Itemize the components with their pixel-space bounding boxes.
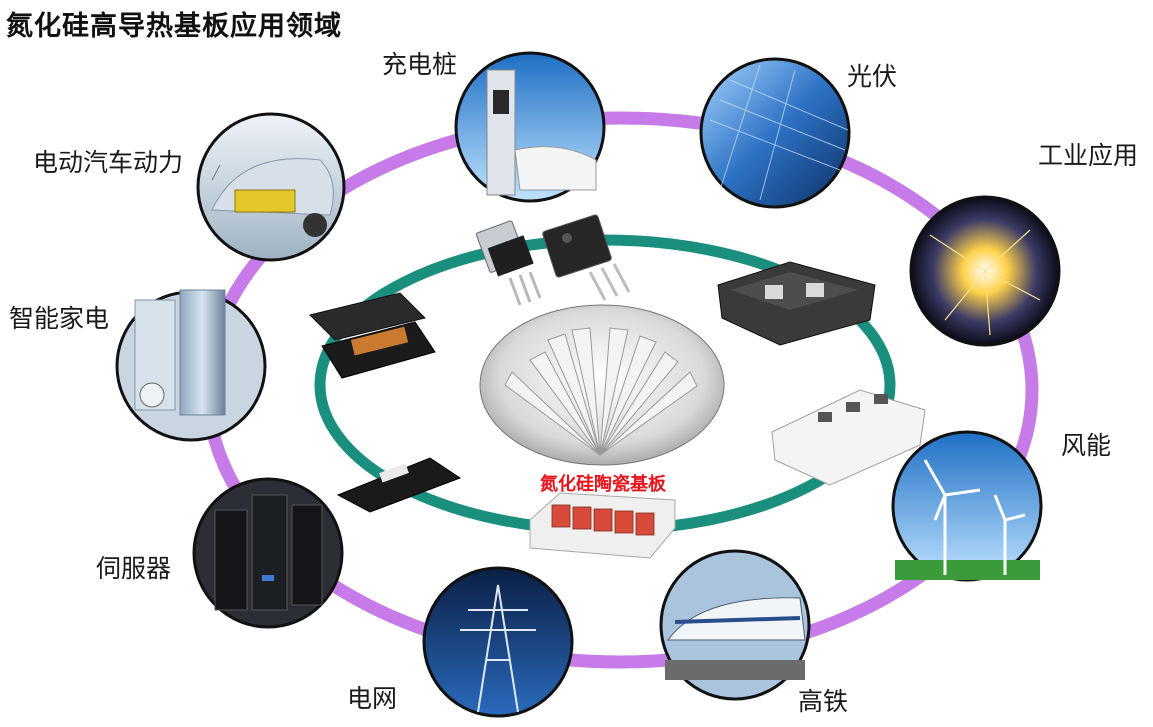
center-substrate-label: 氮化硅陶瓷基板	[540, 474, 666, 495]
photovoltaic-image	[699, 57, 851, 209]
heatsink-image	[479, 304, 725, 466]
label-photovoltaic: 光伏	[847, 62, 898, 91]
label-wind-power: 风能	[1061, 431, 1112, 460]
label-charging-station: 充电桩	[382, 50, 458, 79]
server-image	[192, 477, 344, 629]
ipm-module-image	[309, 292, 436, 379]
black-module-image	[336, 457, 462, 513]
igbt-module-image	[717, 261, 876, 346]
ceramic-substrate-image	[529, 492, 676, 559]
label-high-speed-rail: 高铁	[798, 687, 849, 716]
to247-transistor-image	[542, 214, 631, 301]
charging-station-image	[454, 51, 606, 203]
label-smart-appliance: 智能家电	[9, 304, 110, 333]
label-server: 伺服器	[96, 554, 172, 583]
smart-appliance-image	[115, 289, 267, 442]
wind-power-image	[891, 430, 1043, 582]
white-power-module-image	[771, 389, 926, 486]
to220-transistor-image	[475, 220, 542, 306]
industrial-welding-image	[909, 195, 1061, 347]
label-industrial: 工业应用	[1038, 141, 1139, 170]
label-ev-power: 电动汽车动力	[33, 148, 184, 177]
label-power-grid: 电网	[347, 684, 398, 713]
ev-power-image	[196, 112, 346, 262]
page-title: 氮化硅高导热基板应用领域	[6, 11, 342, 42]
power-grid-image	[422, 566, 574, 718]
high-speed-rail-image	[659, 549, 811, 701]
